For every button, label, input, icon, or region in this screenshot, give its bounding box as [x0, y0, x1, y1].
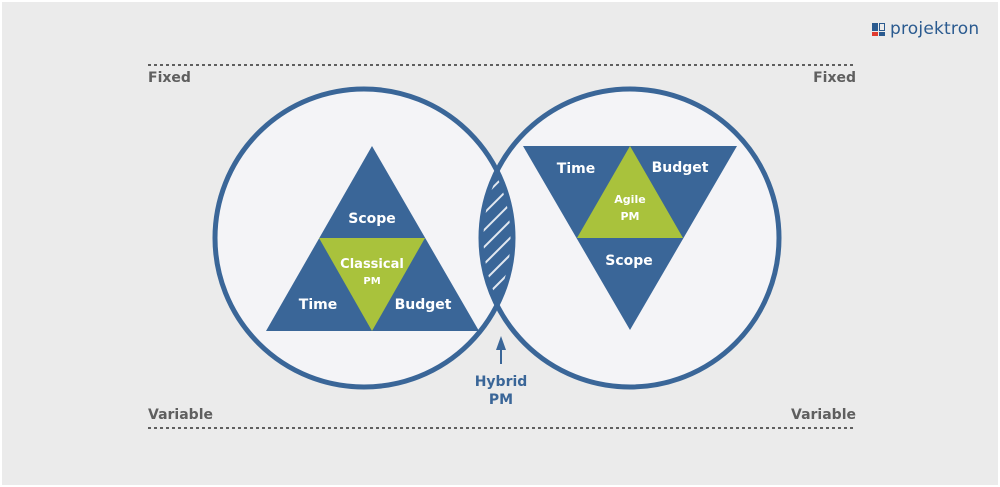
hybrid-arrow-icon	[496, 336, 506, 350]
agile-scope-label: Scope	[605, 253, 653, 269]
hybrid-label-pm: PM	[489, 392, 513, 408]
variable-label-right: Variable	[791, 407, 856, 423]
classical-center-label: Classical	[340, 257, 404, 272]
classical-time-label: Time	[299, 297, 337, 313]
classical-scope-label: Scope	[348, 211, 396, 227]
agile-center-pm: PM	[620, 210, 639, 223]
fixed-label-left: Fixed	[148, 70, 191, 86]
agile-center-label: Agile	[614, 193, 645, 206]
brand-name: projektron	[890, 19, 980, 39]
fixed-label-right: Fixed	[813, 70, 856, 86]
hybrid-label: Hybrid	[475, 374, 528, 390]
agile-time-label: Time	[557, 161, 595, 177]
agile-budget-label: Budget	[652, 160, 709, 176]
projektron-logo: projektron	[872, 18, 979, 40]
classical-pm-center	[319, 238, 425, 331]
variable-label-left: Variable	[148, 407, 213, 423]
projektron-logo-icon	[872, 22, 885, 36]
classical-budget-label: Budget	[395, 297, 452, 313]
agile-pm-center	[577, 146, 683, 238]
classical-center-pm: PM	[363, 276, 380, 287]
